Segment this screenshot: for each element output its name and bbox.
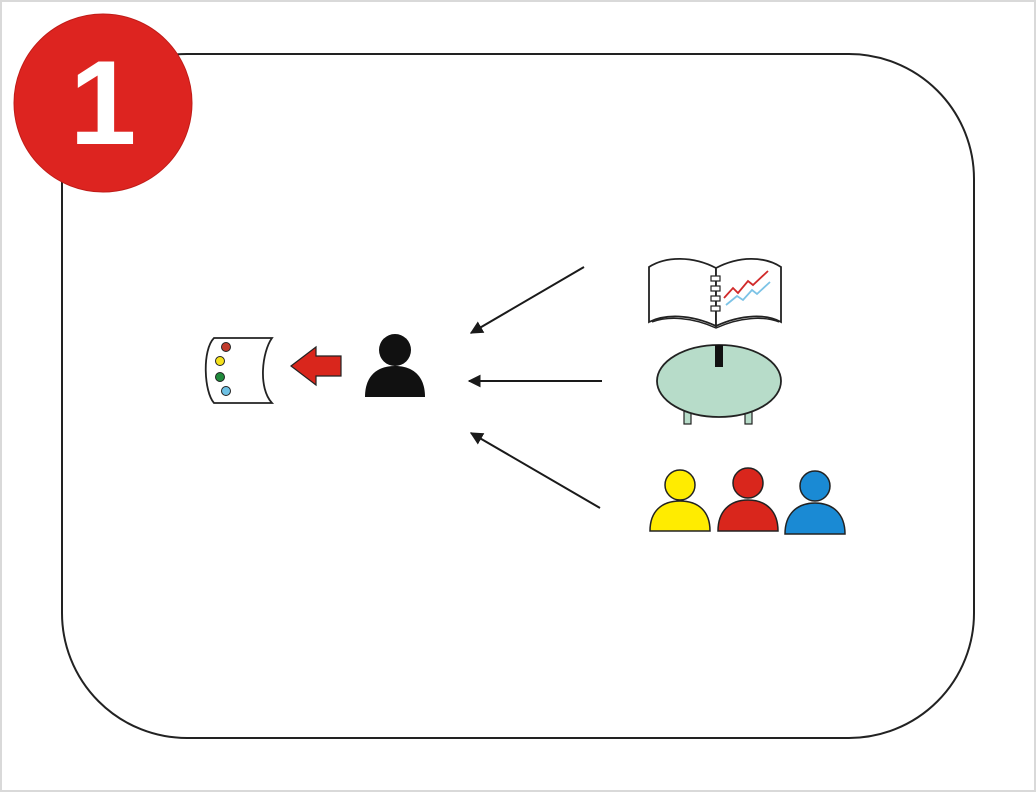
person-yellow <box>649 469 711 532</box>
person-icon <box>365 334 425 397</box>
chart-line-red <box>723 270 769 299</box>
dot-green <box>215 372 225 382</box>
person-blue <box>784 470 846 535</box>
dot-yellow <box>215 356 225 366</box>
traffic-light-scroll-icon <box>204 337 275 404</box>
arrow-from-book <box>469 266 585 334</box>
red-left-arrow-icon <box>290 345 342 387</box>
chart-line-blue <box>725 281 771 306</box>
dot-red <box>221 342 231 352</box>
person-red <box>717 467 779 532</box>
group-of-people-icon <box>649 467 846 535</box>
dot-blue <box>221 386 231 396</box>
piggy-bank-icon <box>656 344 782 425</box>
main-frame <box>61 53 975 739</box>
open-book-chart-icon <box>648 258 782 329</box>
step-badge <box>13 13 193 193</box>
arrow-from-people <box>469 432 601 509</box>
